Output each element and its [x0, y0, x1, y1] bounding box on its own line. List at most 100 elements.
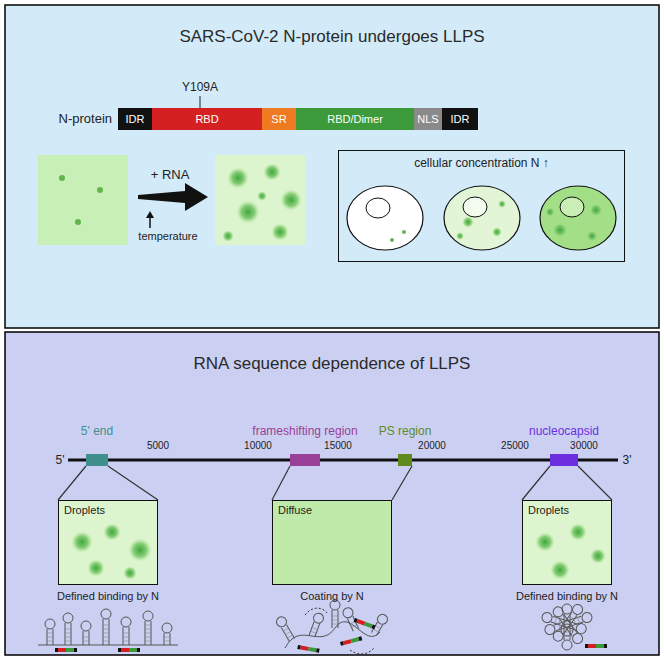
base-pair	[352, 625, 357, 628]
node-label: Droplets	[64, 504, 105, 516]
base-pair	[332, 624, 338, 625]
droplet-square	[215, 155, 305, 245]
domain-segment: RBD/Dimer	[296, 108, 414, 130]
loop	[81, 621, 91, 631]
rna-strand	[38, 645, 178, 646]
base-pair	[145, 625, 151, 626]
n-segment	[66, 648, 74, 652]
protein-dot	[59, 175, 65, 181]
base-pair	[47, 637, 53, 638]
n-segment	[604, 644, 607, 648]
droplet	[236, 200, 260, 224]
loop	[341, 606, 354, 619]
droplet	[492, 227, 502, 237]
droplet	[271, 223, 289, 241]
node-label: Diffuse	[278, 504, 312, 516]
stem	[281, 625, 294, 642]
base-pair	[555, 617, 557, 623]
base-pair	[164, 637, 170, 638]
panel-title: RNA sequence dependence of LLPS	[5, 354, 659, 374]
base-pair	[332, 620, 338, 621]
base-pair	[287, 635, 292, 638]
droplet	[227, 167, 249, 189]
panel: RNA sequence dependence of LLPS5' endfra…	[5, 332, 659, 655]
droplet	[222, 230, 234, 242]
base-pair	[577, 617, 579, 623]
node-label: RBD	[195, 113, 218, 125]
base-pair	[311, 631, 317, 633]
loop	[121, 617, 131, 627]
domain-segment: SR	[262, 108, 296, 130]
domain-segment: IDR	[442, 108, 478, 130]
annotation: temperature	[138, 230, 197, 242]
stem-loop	[541, 611, 569, 629]
n-segment	[121, 648, 129, 652]
box: Droplets	[58, 500, 158, 585]
genome-coordinate: 5000	[147, 440, 169, 451]
n-protein-glyph	[354, 618, 376, 629]
loop	[101, 609, 111, 619]
droplet	[569, 523, 587, 541]
base-pair	[145, 629, 151, 630]
loop	[571, 602, 585, 616]
base-pair	[65, 633, 71, 634]
stem	[332, 610, 338, 628]
n-segment	[596, 644, 604, 648]
droplet	[586, 230, 598, 242]
n-protein-glyph	[297, 645, 319, 653]
droplet	[128, 538, 152, 562]
node-label: cellular concentration N ↑	[339, 151, 624, 170]
droplet	[257, 191, 267, 201]
stem-loop	[121, 617, 131, 645]
stem-loop	[563, 621, 585, 645]
protein-dot	[402, 230, 406, 234]
base-pair	[103, 625, 109, 626]
diffuse-ground	[272, 500, 392, 585]
annotation: Defined binding by N	[57, 590, 159, 602]
box: Droplets	[522, 500, 612, 585]
loop	[162, 623, 172, 633]
loop	[575, 622, 588, 635]
base-pair	[65, 629, 71, 630]
protein-dot	[97, 187, 103, 193]
loop	[63, 613, 73, 623]
annotation: Coating by N	[300, 590, 364, 602]
stem	[103, 619, 109, 645]
region-bar	[550, 454, 578, 466]
domain-segment: NLS	[414, 108, 442, 130]
mutation-tick	[200, 96, 201, 108]
stem	[83, 631, 89, 645]
nucleus	[560, 197, 584, 217]
node-label: NLS	[417, 113, 438, 125]
movement-arrow	[350, 648, 374, 654]
base-pair	[47, 641, 53, 642]
genome-coordinate: 10000	[244, 440, 272, 451]
annotation: + RNA	[151, 167, 190, 182]
droplet	[280, 189, 302, 211]
temperature-arrow-head	[146, 211, 154, 218]
stem-loop	[341, 606, 360, 632]
n-segment	[58, 648, 66, 652]
base-pair	[103, 641, 109, 642]
base-pair	[283, 628, 288, 631]
stem-loop	[81, 621, 91, 645]
genome-coordinate: 20000	[418, 440, 446, 451]
cell	[347, 186, 423, 250]
n-segment	[129, 648, 137, 652]
region-connector	[522, 466, 612, 500]
base-pair	[83, 641, 89, 642]
stem-loop	[63, 613, 73, 645]
base-pair	[562, 619, 567, 623]
genome-coordinate: 25000	[501, 440, 529, 451]
base-pair	[123, 641, 129, 642]
loop	[551, 605, 565, 619]
panel: SARS-CoV-2 N-protein undergoes LLPSIDRRB…	[5, 5, 659, 328]
loop	[275, 615, 289, 629]
genome-coordinate: 5'	[56, 453, 65, 467]
base-pair	[145, 637, 151, 638]
annotation: Y109A	[182, 80, 218, 94]
cell	[444, 186, 520, 250]
domain-segment: RBD	[152, 108, 262, 130]
